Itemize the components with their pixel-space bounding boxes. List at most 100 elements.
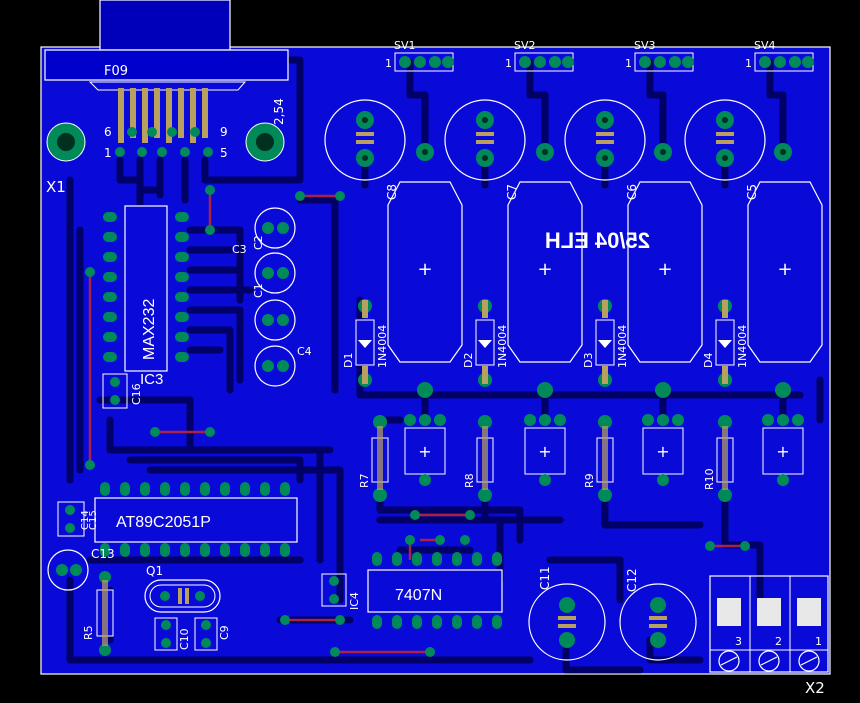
svg-text:+: +: [418, 442, 431, 461]
ic-at89c2051p: AT89C2051P: [94, 482, 298, 557]
top-cap-3: [564, 99, 672, 181]
cap-c1-label: C1: [252, 283, 265, 298]
transistor-1: +: [404, 414, 446, 486]
header-sv2: SV2 1: [505, 39, 574, 72]
diodes: D1 1N4004 D2 1N4004 D3 1N4004: [342, 299, 791, 398]
connector-pin-9-label: 9: [220, 125, 228, 139]
svg-text:+: +: [656, 442, 669, 461]
cap-ic4: IC4: [321, 573, 361, 610]
top-cap-1: [324, 99, 434, 181]
header-sv2-pin1: 1: [505, 57, 512, 70]
ic-7407n: 7407N: [367, 552, 503, 629]
diode-d2-ref: D2: [462, 353, 475, 368]
transistor-2: +: [524, 414, 566, 486]
resistor-r9-label: R9: [583, 473, 596, 488]
svg-text:+: +: [777, 259, 792, 280]
cap-c16-label: C16: [130, 383, 143, 405]
ic-max232: MAX232 IC3: [103, 205, 189, 388]
svg-text:+: +: [776, 442, 789, 461]
top-cap-2: [444, 99, 554, 181]
header-sv3: SV3 1: [625, 39, 694, 72]
resistor-transistor-row: R7 R8 R9 R10 +: [358, 414, 804, 502]
cap-c10-label: C10: [178, 628, 191, 650]
resistor-r8-label: R8: [463, 473, 476, 488]
diode-d1-ref: D1: [342, 353, 355, 368]
ic-max232-part: MAX232: [141, 299, 158, 360]
crystal-q1: Q1: [144, 564, 221, 613]
x1-label: X1: [46, 178, 66, 196]
top-electrolytic-caps: [324, 99, 792, 181]
connector-pin-1-label: 1: [104, 146, 112, 160]
header-sv3-pin1: 1: [625, 57, 632, 70]
resistor-r7-label: R7: [358, 473, 371, 488]
cap-c15-label: C15: [88, 510, 99, 530]
ic-7407n-part: 7407N: [395, 587, 442, 604]
diode-d3-part: 1N4004: [616, 325, 629, 368]
svg-text:+: +: [657, 259, 672, 280]
cap-c6: + C6: [625, 181, 703, 363]
cap-c13: C13: [47, 547, 115, 591]
ic4-label: IC4: [348, 592, 361, 610]
resistor-r10: R10: [703, 415, 734, 502]
cap-c5: + C5: [745, 181, 823, 363]
header-sv1-label: SV1: [394, 39, 416, 52]
connector-pin-6-label: 6: [104, 125, 112, 139]
cap-c2-label: C2: [252, 235, 265, 250]
cap-c11: C11: [528, 566, 606, 661]
header-sv3-label: SV3: [634, 39, 656, 52]
diode-d4-ref: D4: [702, 353, 715, 368]
cap-c13-label: C13: [91, 547, 115, 561]
cap-c7: + C7: [505, 181, 583, 363]
resistor-r8: R8: [463, 415, 494, 502]
diode-d2-part: 1N4004: [496, 325, 509, 368]
resistor-r5: R5: [82, 571, 114, 656]
resistor-r10-label: R10: [703, 468, 716, 490]
cap-c5-label: C5: [745, 184, 759, 200]
diode-d4: D4 1N4004: [702, 299, 791, 398]
cap-c8: + C8: [385, 181, 463, 363]
cap-c11-label: C11: [538, 566, 552, 590]
svg-text:+: +: [538, 442, 551, 461]
header-sv1: SV1 1: [385, 39, 454, 72]
cap-c3-label: C3: [232, 243, 247, 256]
cap-c8-label: C8: [385, 184, 399, 200]
dsub-connector: F09 6 9 1 5 2,54 X1: [44, 0, 289, 196]
cap-c12: C12: [619, 568, 697, 661]
vias: [85, 185, 750, 657]
connector-label: F09: [104, 64, 128, 79]
cap-c16: C16: [102, 373, 143, 409]
cap-c12-label: C12: [625, 568, 639, 592]
cap-c4-label: C4: [297, 345, 312, 358]
cap-c6-label: C6: [625, 184, 639, 200]
cap-c4: C4: [254, 345, 312, 387]
x2-label: X2: [805, 679, 825, 697]
connector-pin-5-label: 5: [220, 146, 228, 160]
transistor-4: +: [762, 414, 804, 486]
transistor-3: +: [642, 414, 684, 486]
ic-max232-ref: IC3: [140, 371, 163, 388]
resistor-r9: R9: [583, 415, 614, 502]
crystal-q1-label: Q1: [146, 564, 163, 578]
ic-at89c2051p-part: AT89C2051P: [116, 514, 211, 531]
header-sv4-pin1: 1: [745, 57, 752, 70]
diode-d4-part: 1N4004: [736, 325, 749, 368]
diode-d1: D1 1N4004: [342, 299, 433, 398]
resistor-r5-label: R5: [82, 625, 95, 640]
mirrored-date-text: 25/04 ELH: [545, 228, 650, 253]
cap-c10: C10: [154, 617, 191, 651]
terminal-pin-3: 3: [735, 635, 742, 648]
cap-c2: C2: [252, 235, 296, 294]
diode-d1-part: 1N4004: [376, 325, 389, 368]
header-sv2-label: SV2: [514, 39, 536, 52]
cap-c7-label: C7: [505, 184, 519, 200]
diode-d3-ref: D3: [582, 353, 595, 368]
cap-c14-label: C14: [80, 510, 91, 530]
header-sv1-pin1: 1: [385, 57, 392, 70]
large-capacitors: + C8 + C7 + C6 + C5: [385, 181, 823, 363]
svg-text:+: +: [537, 259, 552, 280]
terminal-pin-1: 1: [815, 635, 822, 648]
pitch-label: 2,54: [272, 98, 286, 125]
resistor-r7: R7: [358, 415, 389, 502]
